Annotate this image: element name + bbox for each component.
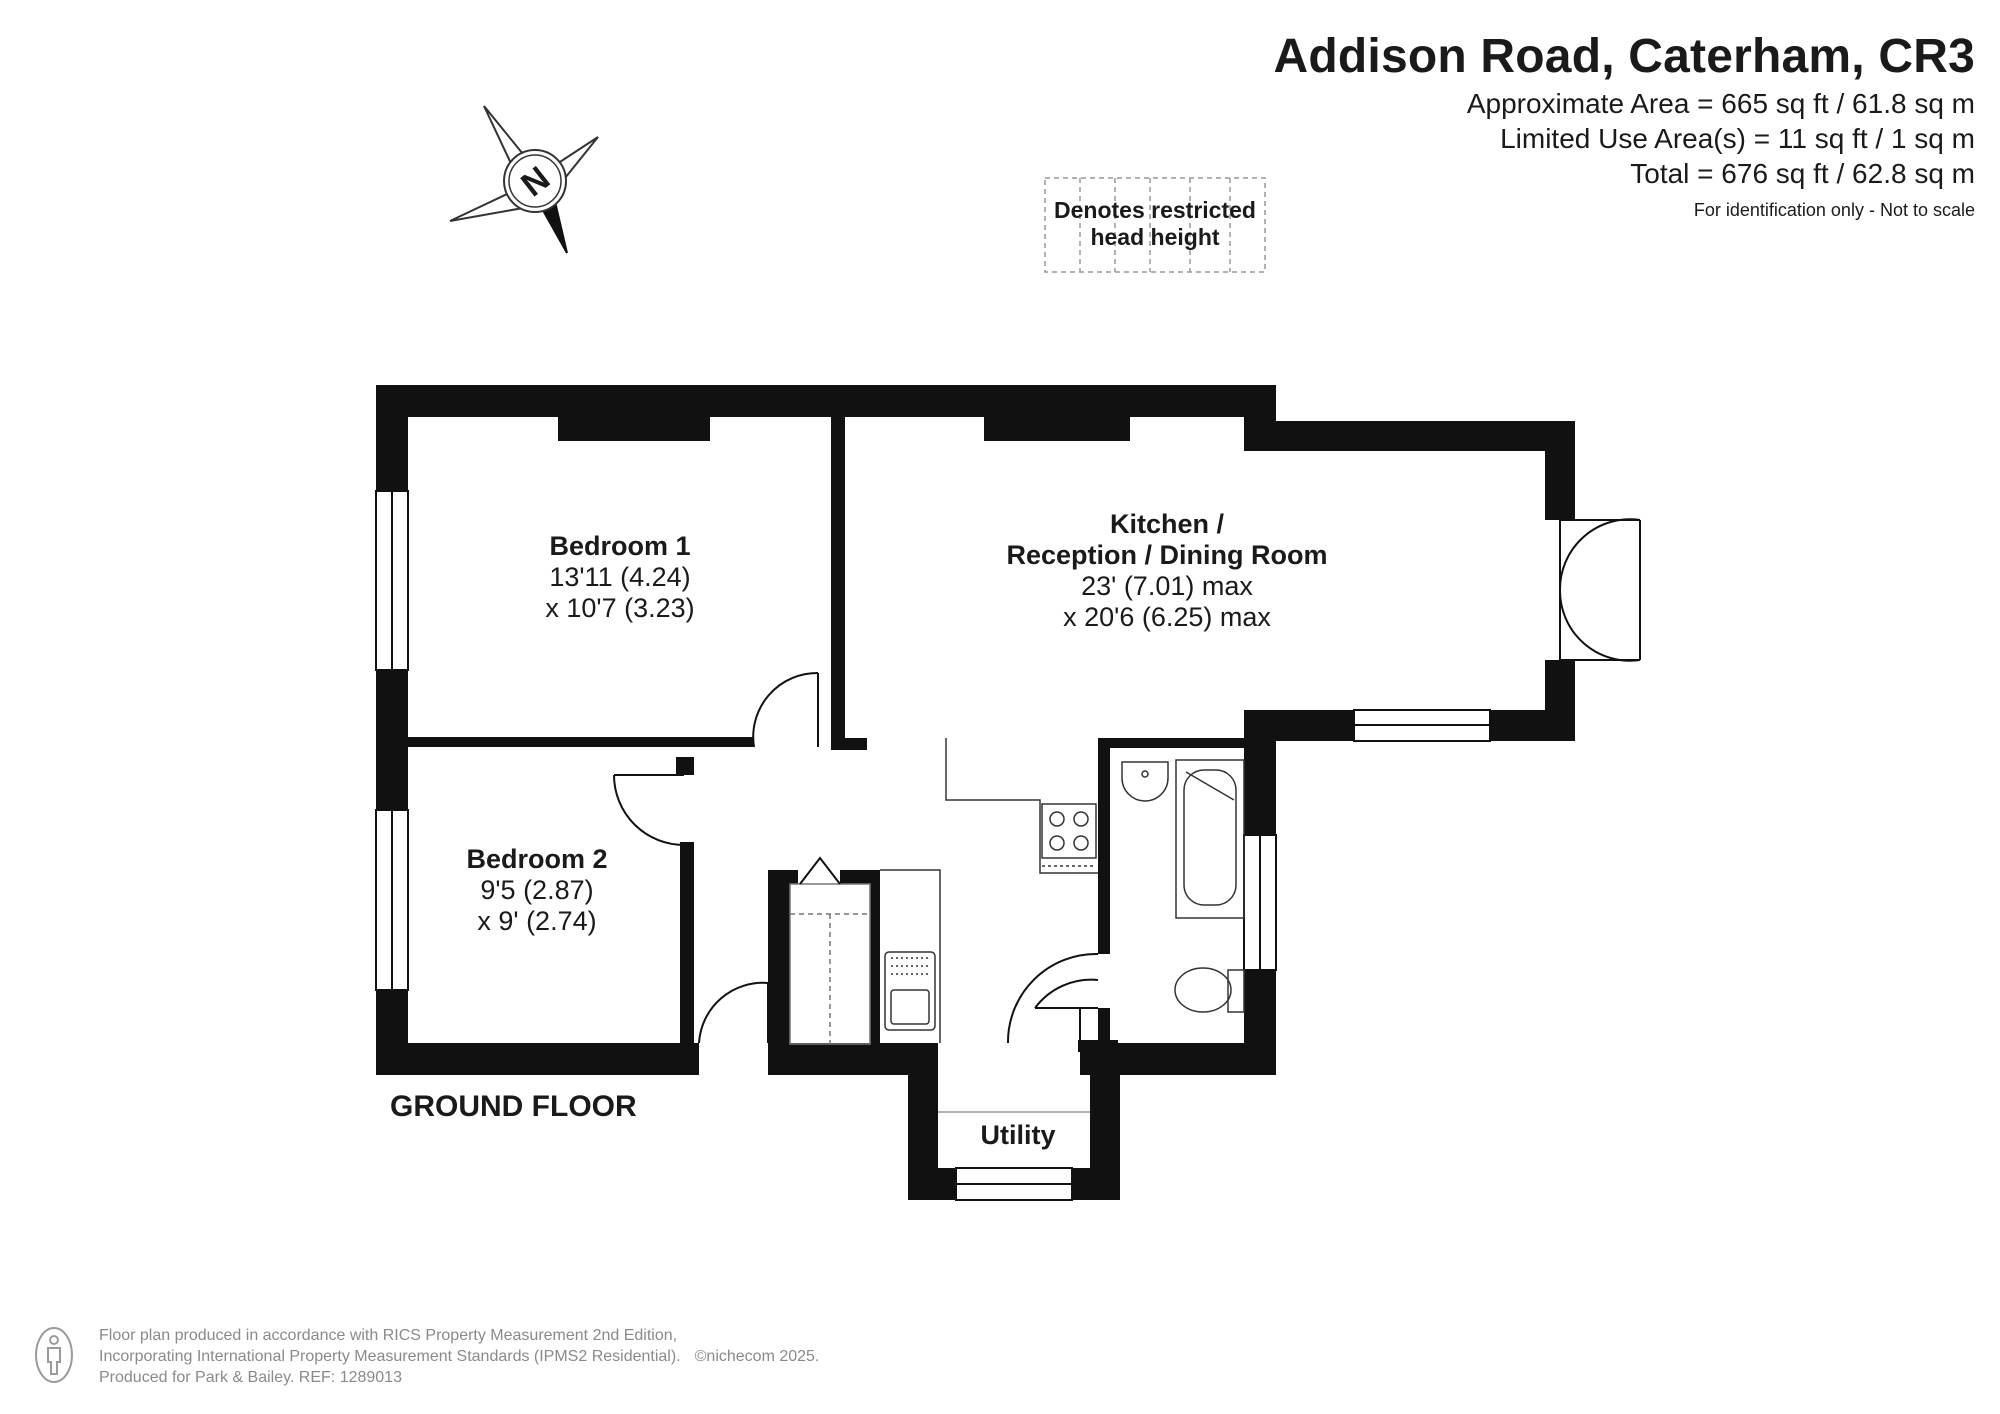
legend-line-2: head height: [1090, 224, 1219, 250]
kitchen-label: Kitchen / Reception / Dining Room 23' (7…: [1007, 509, 1328, 632]
bedroom-2-dim1: 9'5 (2.87): [480, 875, 593, 905]
kitchen-units: [880, 738, 1098, 1043]
bedroom-1-dim1: 13'11 (4.24): [549, 562, 690, 592]
bedroom-2-label: Bedroom 2 9'5 (2.87) x 9' (2.74): [466, 844, 607, 936]
footer-line-2: Incorporating International Property Mea…: [99, 1348, 681, 1365]
doors: [613, 671, 1099, 1044]
footer-copyright: ©nichecom 2025.: [694, 1348, 820, 1365]
bedroom-2-dim2: x 9' (2.74): [477, 906, 596, 936]
bedroom-1-dim2: x 10'7 (3.23): [545, 593, 694, 623]
bedroom-1-name: Bedroom 1: [549, 531, 690, 561]
person-icon: [35, 1327, 73, 1383]
footer-line-3: Produced for Park & Bailey. REF: 1289013: [99, 1369, 402, 1386]
cupboard: [789, 856, 871, 1045]
kitchen-name-2: Reception / Dining Room: [1007, 540, 1328, 570]
kitchen-dim1: 23' (7.01) max: [1081, 571, 1253, 601]
kitchen-dim2: x 20'6 (6.25) max: [1063, 602, 1271, 632]
windows: [375, 490, 1491, 1201]
limited-use-area: Limited Use Area(s) = 11 sq ft / 1 sq m: [1500, 123, 1975, 154]
bedroom-2-name: Bedroom 2: [466, 844, 607, 874]
legend-line-1: Denotes restricted: [1054, 197, 1256, 223]
bathroom-fixtures: [1121, 759, 1245, 1013]
restricted-height-legend: Denotes restricted head height: [1044, 177, 1266, 273]
compass-icon: N: [449, 105, 599, 254]
header: Addison Road, Caterham, CR3 Approximate …: [1274, 28, 1976, 225]
kitchen-name-1: Kitchen /: [1110, 509, 1225, 539]
total-area: Total = 676 sq ft / 62.8 sq m: [1630, 158, 1975, 189]
approx-area: Approximate Area = 665 sq ft / 61.8 sq m: [1466, 88, 1975, 119]
french-doors: [1558, 518, 1641, 662]
bedroom-1-label: Bedroom 1 13'11 (4.24) x 10'7 (3.23): [545, 531, 694, 623]
footer-line-1: Floor plan produced in accordance with R…: [99, 1327, 678, 1344]
floor-label: GROUND FLOOR: [390, 1090, 637, 1123]
walls: [376, 385, 1575, 1200]
page-title: Addison Road, Caterham, CR3: [1273, 30, 1975, 83]
footer: Floor plan produced in accordance with R…: [99, 1325, 819, 1388]
utility-label: Utility: [980, 1120, 1055, 1150]
identification-note: For identification only - Not to scale: [1693, 200, 1975, 220]
